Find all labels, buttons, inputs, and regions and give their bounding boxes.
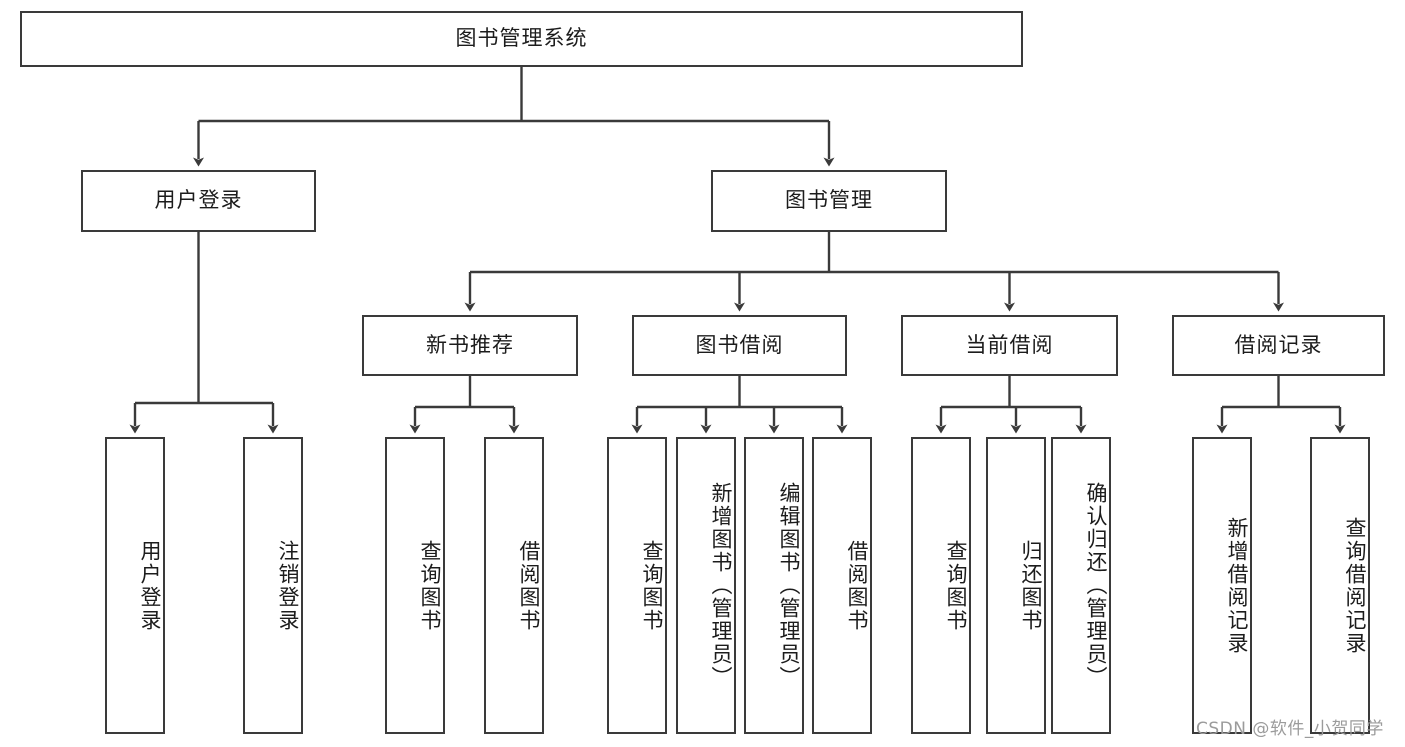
node-leaf-query-book-2[interactable]: 查询图书: [607, 437, 667, 734]
node-leaf-add-record[interactable]: 新增借阅记录: [1192, 437, 1252, 734]
node-label: 图书管理: [785, 188, 873, 213]
node-new-book-recommend[interactable]: 新书推荐: [362, 315, 578, 376]
node-label: 确认归还（管理员）: [1084, 482, 1108, 689]
node-book-borrow[interactable]: 图书借阅: [632, 315, 847, 376]
node-label: 查询借阅记录: [1343, 516, 1367, 655]
node-label: 用户登录: [138, 539, 162, 632]
node-leaf-user-logout[interactable]: 注销登录: [243, 437, 303, 734]
node-label: 图书借阅: [695, 332, 784, 357]
node-label: 用户登录: [154, 188, 243, 213]
node-root[interactable]: 图书管理系统: [20, 11, 1023, 67]
node-leaf-borrow-book-2[interactable]: 借阅图书: [812, 437, 872, 734]
watermark-label: CSDN @软件_小贺同学: [1196, 719, 1384, 739]
node-user-login[interactable]: 用户登录: [81, 170, 316, 232]
node-label: 查询图书: [418, 539, 442, 632]
node-label: 借阅记录: [1234, 332, 1323, 357]
node-label: 借阅图书: [845, 539, 869, 632]
node-leaf-query-book-3[interactable]: 查询图书: [911, 437, 971, 734]
node-leaf-confirm-return[interactable]: 确认归还（管理员）: [1051, 437, 1111, 734]
node-label: 编辑图书（管理员）: [777, 482, 801, 689]
node-label: 借阅图书: [517, 539, 541, 632]
node-leaf-return-book[interactable]: 归还图书: [986, 437, 1046, 734]
node-label: 查询图书: [640, 539, 664, 632]
node-leaf-edit-book[interactable]: 编辑图书（管理员）: [744, 437, 804, 734]
node-label: 新增图书（管理员）: [709, 482, 733, 689]
node-leaf-query-book-1[interactable]: 查询图书: [385, 437, 445, 734]
node-book-manage[interactable]: 图书管理: [711, 170, 947, 232]
node-leaf-borrow-book-1[interactable]: 借阅图书: [484, 437, 544, 734]
node-current-borrow[interactable]: 当前借阅: [901, 315, 1118, 376]
node-leaf-user-login[interactable]: 用户登录: [105, 437, 165, 734]
node-leaf-add-book[interactable]: 新增图书（管理员）: [676, 437, 736, 734]
node-label: 新书推荐: [426, 332, 514, 357]
node-label: 查询图书: [944, 539, 968, 632]
node-leaf-query-record[interactable]: 查询借阅记录: [1310, 437, 1370, 734]
node-borrow-record[interactable]: 借阅记录: [1172, 315, 1385, 376]
node-label: 图书管理系统: [455, 26, 588, 51]
node-label: 注销登录: [276, 539, 300, 632]
node-label: 当前借阅: [965, 332, 1054, 357]
node-label: 新增借阅记录: [1225, 516, 1249, 655]
node-label: 归还图书: [1019, 539, 1043, 632]
